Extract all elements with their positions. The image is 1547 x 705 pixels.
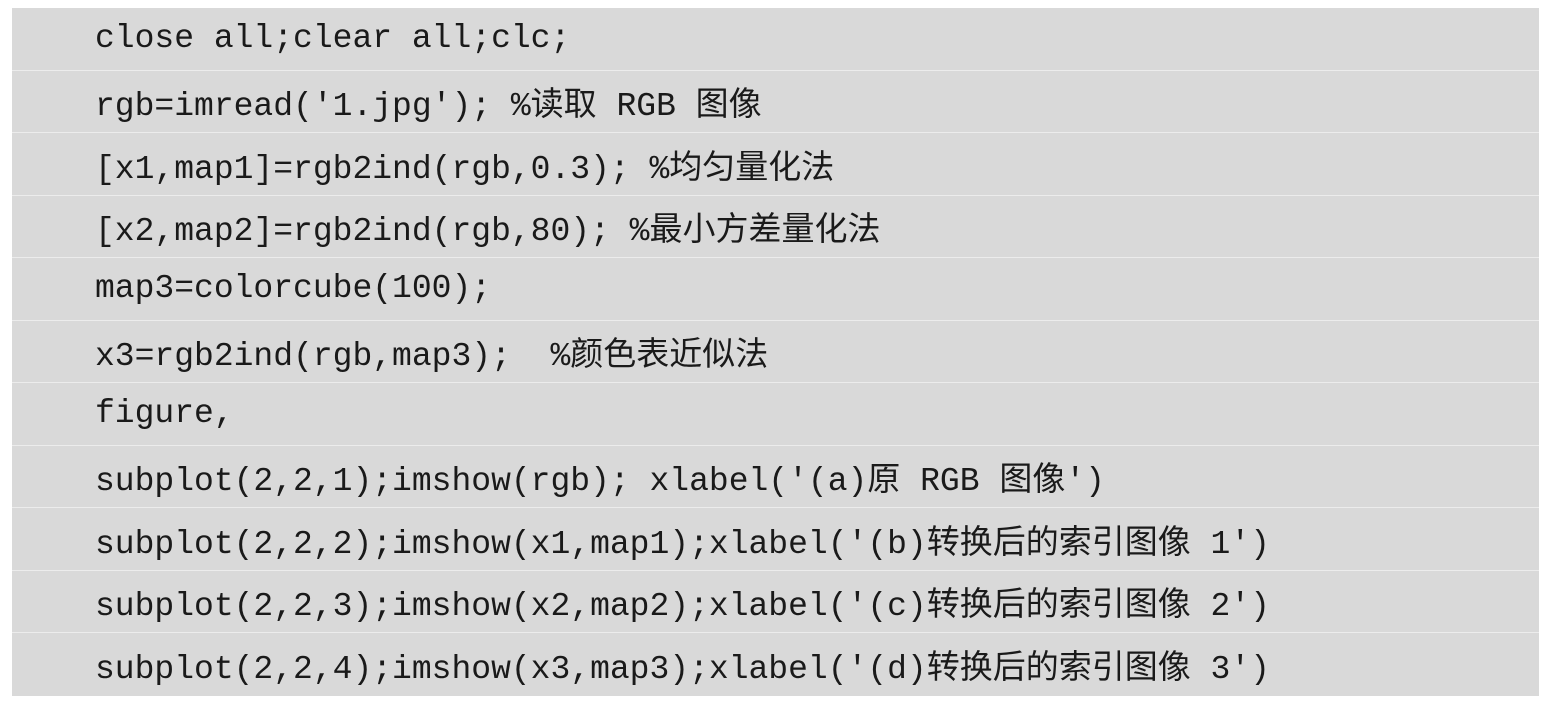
code-line-9: subplot(2,2,2);imshow(x1,map1);xlabel('(… — [12, 508, 1539, 571]
code-line-7: figure, — [12, 383, 1539, 446]
code-line-11: subplot(2,2,4);imshow(x3,map3);xlabel('(… — [95, 651, 1270, 689]
code-line-4: [x2,map2]=rgb2ind(rgb,80); %最小方差量化法 — [12, 196, 1539, 258]
code-line-10: subplot(2,2,3);imshow(x2,map2);xlabel('(… — [12, 571, 1539, 633]
code-line-2: rgb=imread('1.jpg'); %读取 RGB 图像 — [12, 71, 1539, 133]
code-block: close all;clear all;clc; rgb=imread('1.j… — [12, 8, 1539, 696]
code-line-1: close all;clear all;clc; — [12, 8, 1539, 71]
code-line-8: subplot(2,2,1);imshow(rgb); xlabel('(a)原… — [12, 446, 1539, 508]
code-line-3: [x1,map1]=rgb2ind(rgb,0.3); %均匀量化法 — [12, 133, 1539, 196]
code-line-6: x3=rgb2ind(rgb,map3); %颜色表近似法 — [12, 321, 1539, 383]
code-line-5: map3=colorcube(100); — [12, 258, 1539, 321]
